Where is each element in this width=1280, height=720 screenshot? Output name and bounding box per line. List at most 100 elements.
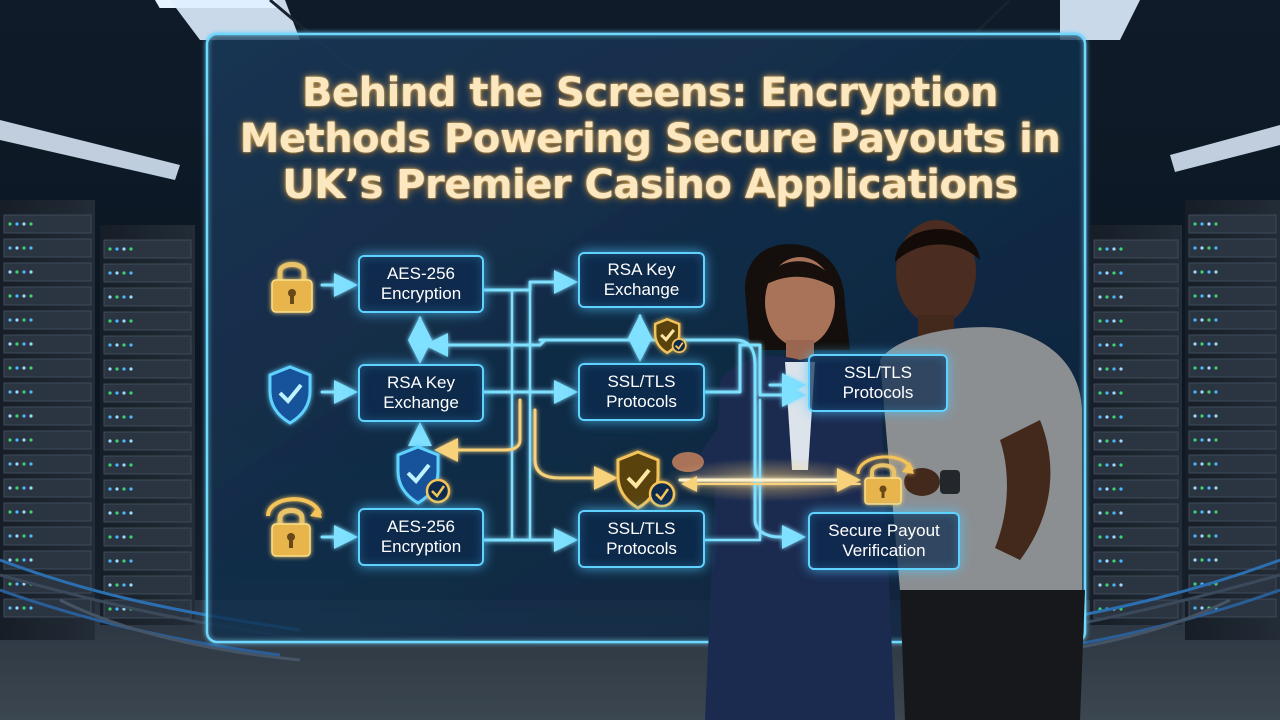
rack-led (1214, 390, 1218, 394)
rack-led (1200, 390, 1204, 394)
rack-led (29, 390, 33, 394)
rack-led (129, 319, 133, 323)
rack-led (29, 318, 33, 322)
rack-unit (3, 502, 92, 522)
rack-led (29, 246, 33, 250)
rack-unit (3, 430, 92, 450)
rack-led (8, 558, 12, 562)
rack-led (1214, 246, 1218, 250)
rack-unit (103, 383, 192, 403)
rack-led (15, 582, 19, 586)
rack-led (15, 486, 19, 490)
rack-unit (3, 238, 92, 258)
rack-led (1112, 295, 1116, 299)
node-label-line-2: Verification (842, 541, 926, 560)
rack-led (129, 295, 133, 299)
rack-led (22, 558, 26, 562)
rack-led (29, 294, 33, 298)
rack-led (122, 439, 126, 443)
rack-unit (1093, 359, 1179, 379)
rack-unit (103, 287, 192, 307)
diagram-connectors (320, 270, 861, 552)
rack-unit (1188, 334, 1277, 354)
rack-led (1119, 367, 1123, 371)
rack-led (29, 606, 33, 610)
shield-check-icon (268, 365, 312, 425)
rack-led (8, 510, 12, 514)
rack-led (1200, 246, 1204, 250)
right-server-racks (1090, 200, 1280, 640)
rack-led (15, 318, 19, 322)
rack-led (115, 367, 119, 371)
rack-led (1105, 295, 1109, 299)
rack-led (8, 414, 12, 418)
rack-unit (103, 599, 192, 619)
rack-led (8, 222, 12, 226)
rack-led (1119, 439, 1123, 443)
rack-unit (3, 406, 92, 426)
rack-led (1200, 510, 1204, 514)
node-rsa-key-exchange-top: RSA Key Exchange (578, 252, 705, 308)
rack-led (129, 487, 133, 491)
rack-led (15, 366, 19, 370)
rack-led (129, 415, 133, 419)
rack-led (108, 391, 112, 395)
rack-unit (1188, 310, 1277, 330)
rack-led (29, 366, 33, 370)
rack-led (22, 318, 26, 322)
rack-led (115, 583, 119, 587)
rack-led (1200, 318, 1204, 322)
node-label-line-1: RSA Key (386, 373, 456, 392)
rack-led (129, 367, 133, 371)
rack-led (1098, 559, 1102, 563)
rack-led (115, 319, 119, 323)
rack-led (1214, 318, 1218, 322)
rack-led (29, 270, 33, 274)
padlock-refresh-icon (266, 497, 322, 557)
shield-badge-icon (654, 317, 687, 355)
rack-led (1112, 583, 1116, 587)
rack-unit (1188, 430, 1277, 450)
rack-led (15, 558, 19, 562)
rack-led (1207, 438, 1211, 442)
rack-led (15, 246, 19, 250)
rack-led (8, 342, 12, 346)
rack-led (1098, 367, 1102, 371)
rack-led (122, 295, 126, 299)
rack-led (8, 438, 12, 442)
rack-led (1193, 294, 1197, 298)
rack-unit (1093, 527, 1179, 547)
rack-unit (1188, 262, 1277, 282)
rack-led (1200, 342, 1204, 346)
rack-led (122, 247, 126, 251)
node-label-line-2: Protocols (606, 539, 677, 558)
rack-led (1193, 342, 1197, 346)
rack-unit (1093, 431, 1179, 451)
rack-led (1119, 487, 1123, 491)
rack-led (22, 390, 26, 394)
rack-led (15, 462, 19, 466)
rack-led (1214, 342, 1218, 346)
rack-led (1105, 247, 1109, 251)
rack-unit (1188, 526, 1277, 546)
rack-led (1214, 462, 1218, 466)
rack-led (1112, 367, 1116, 371)
rack-led (1207, 294, 1211, 298)
rack-led (129, 343, 133, 347)
rack-led (1098, 247, 1102, 251)
rack-unit (103, 359, 192, 379)
rack-led (15, 294, 19, 298)
rack-led (1112, 511, 1116, 515)
rack-led (129, 535, 133, 539)
rack-led (1119, 463, 1123, 467)
rack-led (1214, 294, 1218, 298)
node-label-line-1: SSL/TLS (843, 363, 913, 382)
rack-unit (3, 454, 92, 474)
rack-unit (103, 407, 192, 427)
headline: Behind the Screens: Encryption Methods P… (215, 70, 1085, 208)
rack-unit (103, 431, 192, 451)
rack-led (1200, 534, 1204, 538)
rack-led (129, 391, 133, 395)
rack-led (1193, 414, 1197, 418)
rack-led (115, 607, 119, 611)
